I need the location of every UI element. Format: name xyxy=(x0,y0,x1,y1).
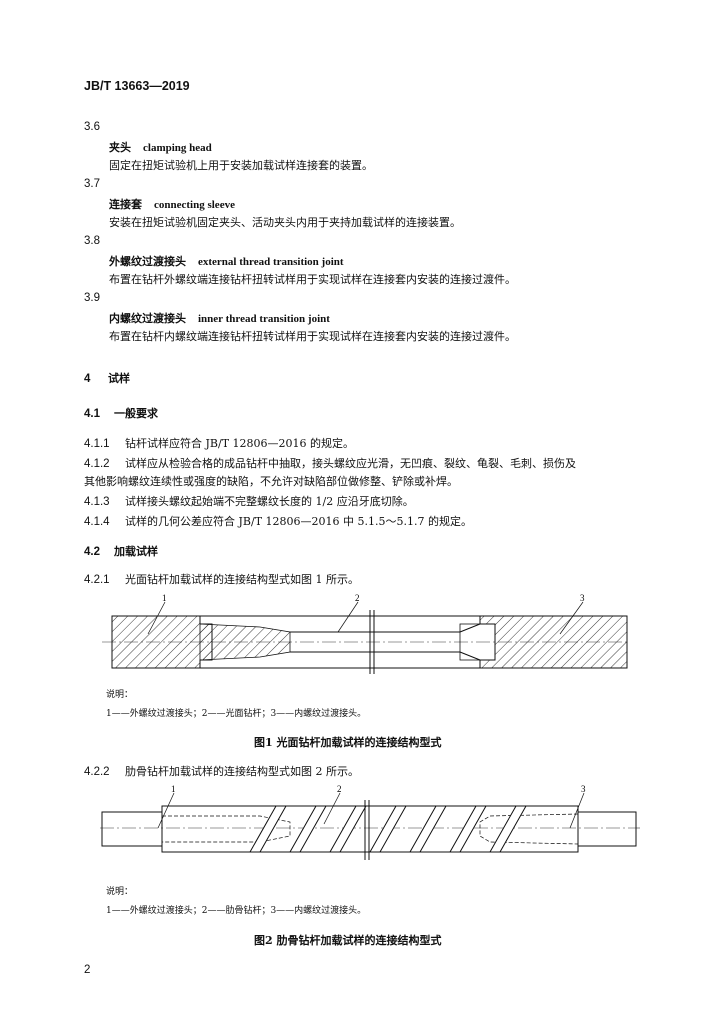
figure-1-legend-title: 说明： xyxy=(106,690,134,700)
clause-text: 试样应从检验合格的成品钻杆中抽取，接头螺纹应光滑，无凹痕、裂纹、龟裂、毛刺、损伤… xyxy=(125,457,576,470)
clause-4-2-1: 4.2.1 光面钻杆加载试样的连接结构型式如图 1 所示。 xyxy=(84,571,359,587)
term-en: connecting sleeve xyxy=(154,199,235,211)
term-title: 内螺纹过渡接头 inner thread transition joint xyxy=(109,310,330,326)
subsection-number: 4.1 xyxy=(84,408,100,420)
subsection-heading: 4.2 加载试样 xyxy=(84,543,158,559)
clause-text: 试样的几何公差应符合 JB/T 12806—2016 中 5.1.5～5.1.7… xyxy=(125,515,472,528)
callout-3: 3 xyxy=(581,784,586,794)
term-en: inner thread transition joint xyxy=(198,313,330,325)
clause-4-1-3: 4.1.3 试样接头螺纹起始端不完整螺纹长度的 1/2 应沿牙底切除。 xyxy=(84,493,414,509)
clause-number: 4.1.1 xyxy=(84,438,110,450)
subsection-number: 4.2 xyxy=(84,546,100,558)
clause-text: 光面钻杆加载试样的连接结构型式如图 1 所示。 xyxy=(125,573,359,586)
term-definition: 固定在扭矩试验机上用于安装加载试样连接套的装置。 xyxy=(109,159,373,172)
section-title: 试样 xyxy=(108,372,130,385)
section-heading: 4 试样 xyxy=(84,370,130,386)
external-joint-end xyxy=(101,811,163,847)
term-title: 外螺纹过渡接头 external thread transition joint xyxy=(109,253,344,269)
term-title: 夹头 clamping head xyxy=(109,139,212,155)
clause-text: 试样接头螺纹起始端不完整螺纹长度的 1/2 应沿牙底切除。 xyxy=(125,495,414,508)
subsection-title: 一般要求 xyxy=(114,407,158,420)
term-definition: 布置在钻杆内螺纹端连接钻杆扭转试样用于实现试样在连接套内安装的连接过渡件。 xyxy=(109,330,516,343)
term-zh: 外螺纹过渡接头 xyxy=(109,255,186,268)
external-joint-section xyxy=(111,615,213,669)
clause-4-1-4: 4.1.4 试样的几何公差应符合 JB/T 12806—2016 中 5.1.5～… xyxy=(84,513,472,529)
clause-4-2-2: 4.2.2 肋骨钻杆加载试样的连接结构型式如图 2 所示。 xyxy=(84,763,359,779)
term-zh: 夹头 xyxy=(109,141,131,154)
callout-2: 2 xyxy=(337,784,342,794)
document-header: JB/T 13663—2019 xyxy=(84,79,190,93)
clause-number: 4.1.4 xyxy=(84,516,110,528)
callout-2: 2 xyxy=(355,594,360,603)
rib-group xyxy=(249,805,527,853)
figure-1-legend: 1——外螺纹过渡接头；2——光面钻杆；3——内螺纹过渡接头。 xyxy=(106,709,367,719)
term-zh: 连接套 xyxy=(109,198,142,211)
figure-1-drawing: 1 2 3 xyxy=(102,594,630,674)
term-number: 3.9 xyxy=(84,292,100,304)
term-zh: 内螺纹过渡接头 xyxy=(109,312,186,325)
inner-joint-end xyxy=(577,811,637,847)
section-number: 4 xyxy=(84,373,91,385)
figure-2-caption: 图2 肋骨钻杆加载试样的连接结构型式 xyxy=(254,934,442,947)
callout-1: 1 xyxy=(171,784,176,794)
clause-number: 4.2.1 xyxy=(84,574,110,586)
clause-text: 钻杆试样应符合 JB/T 12806—2016 的规定。 xyxy=(125,437,355,450)
figure-2-drawing: 1 2 3 xyxy=(100,784,640,860)
term-number: 3.6 xyxy=(84,121,100,133)
term-definition: 安装在扭矩试验机固定夹头、活动夹头内用于夹持加载试样的连接装置。 xyxy=(109,216,461,229)
inner-joint-section xyxy=(479,615,628,669)
clause-number: 4.1.2 xyxy=(84,458,110,470)
term-number: 3.7 xyxy=(84,178,100,190)
clause-number: 4.1.3 xyxy=(84,496,110,508)
subsection-title: 加载试样 xyxy=(114,545,158,558)
term-title: 连接套 connecting sleeve xyxy=(109,196,235,212)
term-en: clamping head xyxy=(143,142,212,154)
figure-2-legend: 1——外螺纹过渡接头；2——肋骨钻杆；3——内螺纹过渡接头。 xyxy=(106,906,367,916)
clause-text: 肋骨钻杆加载试样的连接结构型式如图 2 所示。 xyxy=(125,765,359,778)
term-en: external thread transition joint xyxy=(198,256,344,268)
subsection-heading: 4.1 一般要求 xyxy=(84,405,158,421)
clause-number: 4.2.2 xyxy=(84,766,110,778)
term-number: 3.8 xyxy=(84,235,100,247)
page-number: 2 xyxy=(84,964,91,976)
external-thread-section xyxy=(199,623,291,661)
clause-4-1-1: 4.1.1 钻杆试样应符合 JB/T 12806—2016 的规定。 xyxy=(84,435,354,451)
callout-3: 3 xyxy=(580,594,585,603)
callout-1: 1 xyxy=(162,594,167,603)
figure-1-caption: 图1 光面钻杆加载试样的连接结构型式 xyxy=(254,736,442,749)
figure-2-legend-title: 说明： xyxy=(106,887,134,897)
clause-4-1-2-cont: 其他影响螺纹连续性或强度的缺陷，不允许对缺陷部位做修整、铲除或补焊。 xyxy=(84,475,458,488)
term-definition: 布置在钻杆外螺纹端连接钻杆扭转试样用于实现试样在连接套内安装的连接过渡件。 xyxy=(109,273,516,286)
clause-4-1-2: 4.1.2 试样应从检验合格的成品钻杆中抽取，接头螺纹应光滑，无凹痕、裂纹、龟裂、… xyxy=(84,455,576,471)
